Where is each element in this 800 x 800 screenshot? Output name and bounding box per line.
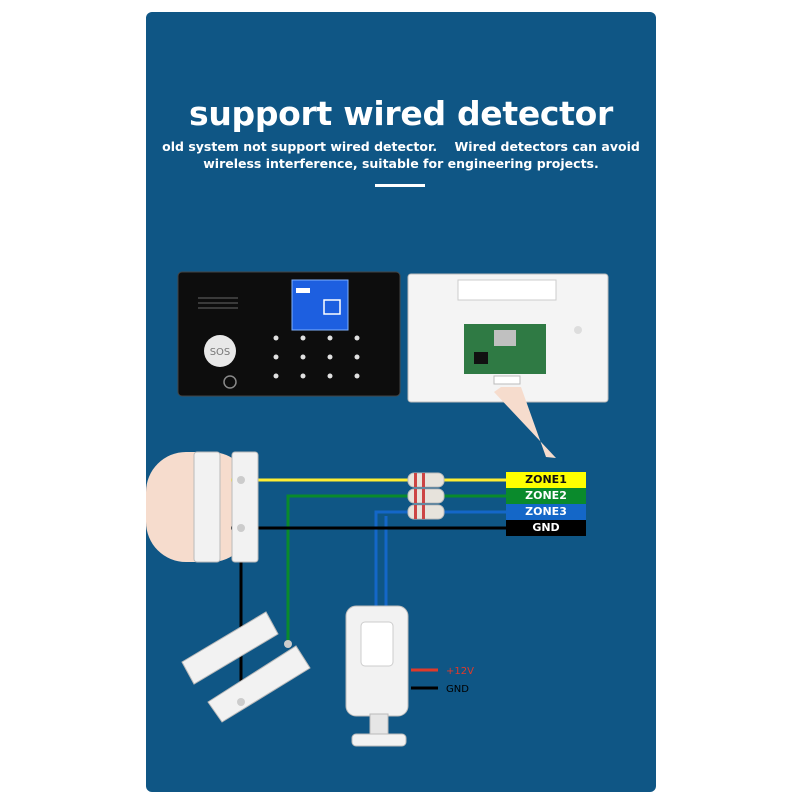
speaker-grille — [198, 297, 238, 309]
pir-motion-detector — [345, 605, 409, 747]
door-contact-sensor — [193, 451, 259, 563]
subtitle-line-1: old system not support wired detector. W… — [162, 139, 640, 154]
pir-power-plus-label: +12V — [446, 666, 474, 677]
sos-label: SOS — [210, 347, 231, 358]
resistors — [407, 472, 445, 520]
zone1-label: ZONE1 — [506, 472, 586, 488]
keypad — [273, 335, 360, 379]
sos-button — [204, 335, 236, 367]
gnd-label: GND — [506, 520, 586, 536]
subtitle-line-2: wireless interference, suitable for engi… — [203, 156, 599, 171]
page-title: support wired detector — [189, 94, 613, 133]
title-divider — [375, 184, 425, 187]
wiring-illustration: SOS — [146, 271, 609, 747]
pir-power-gnd-label: GND — [446, 684, 469, 695]
alarm-panel-front: SOS — [177, 271, 401, 397]
zone2-label: ZONE2 — [506, 488, 586, 504]
subtitle: old system not support wired detector. W… — [146, 138, 656, 172]
zone3-label: ZONE3 — [506, 504, 586, 520]
product-card: support wired detector old system not su… — [146, 12, 656, 792]
surface-contact-sensor — [181, 611, 311, 723]
alarm-panel-back — [407, 273, 609, 403]
